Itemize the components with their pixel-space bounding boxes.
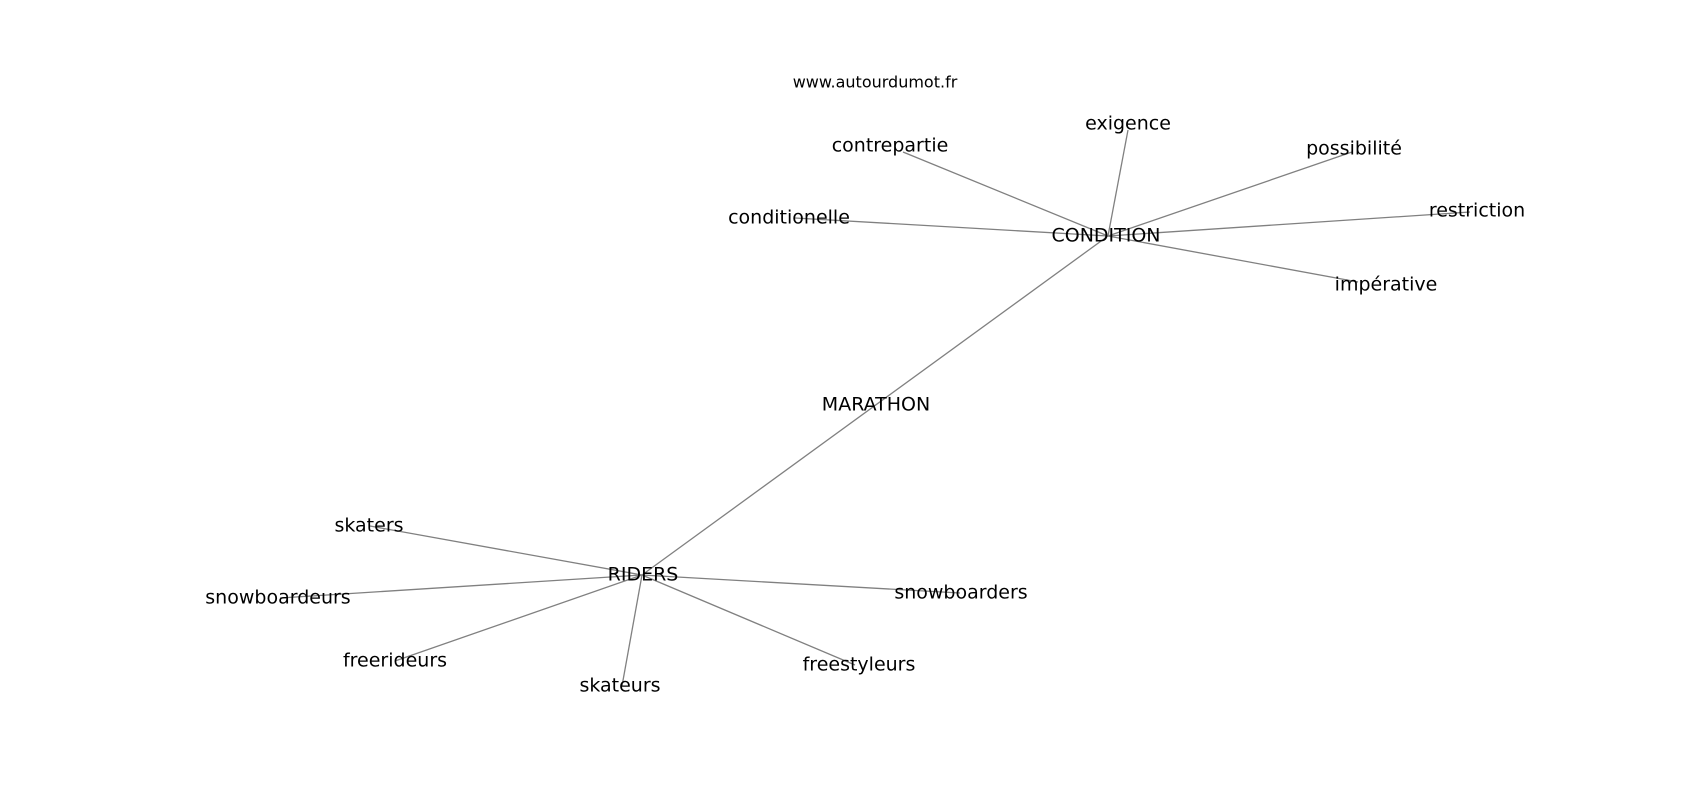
- edge-riders-snowboarders: [641, 574, 961, 594]
- node-possibilite: possibilité: [1306, 138, 1402, 160]
- node-contrepartie: contrepartie: [832, 135, 949, 157]
- edge-condition-riders: [641, 235, 1109, 576]
- node-center: MARATHON: [822, 394, 930, 416]
- source-label: www.autourdumot.fr: [793, 73, 958, 92]
- node-hub-condition: CONDITION: [1051, 225, 1160, 247]
- node-skateurs: skateurs: [579, 675, 660, 697]
- edge-condition-possibilite: [1107, 151, 1353, 237]
- edge-riders-freestyleurs: [641, 574, 856, 666]
- node-skaters: skaters: [334, 515, 403, 537]
- edge-condition-restriction: [1107, 211, 1471, 237]
- edges-layer: [279, 129, 1471, 687]
- node-restriction: restriction: [1429, 200, 1525, 222]
- edge-condition-conditionelle: [794, 217, 1109, 237]
- labels-layer: www.autourdumot.fr MARATHON CONDITION co…: [205, 73, 1525, 697]
- node-freerideurs: freerideurs: [343, 650, 447, 672]
- edge-condition-exigence: [1107, 129, 1129, 237]
- edge-riders-skaters: [369, 525, 643, 576]
- edge-condition-contrepartie: [902, 151, 1109, 237]
- node-snowboarders: snowboarders: [894, 582, 1027, 604]
- edge-riders-freerideurs: [394, 574, 643, 662]
- node-exigence: exigence: [1085, 113, 1171, 135]
- node-imperative: impérative: [1335, 274, 1438, 296]
- edge-condition-imperative: [1107, 235, 1359, 283]
- node-freestyleurs: freestyleurs: [803, 654, 916, 676]
- edge-riders-snowboardeurs: [279, 574, 643, 599]
- edge-riders-skateurs: [621, 574, 643, 687]
- node-snowboardeurs: snowboardeurs: [205, 587, 350, 609]
- node-hub-riders: RIDERS: [608, 564, 679, 586]
- node-conditionelle: conditionelle: [728, 207, 850, 229]
